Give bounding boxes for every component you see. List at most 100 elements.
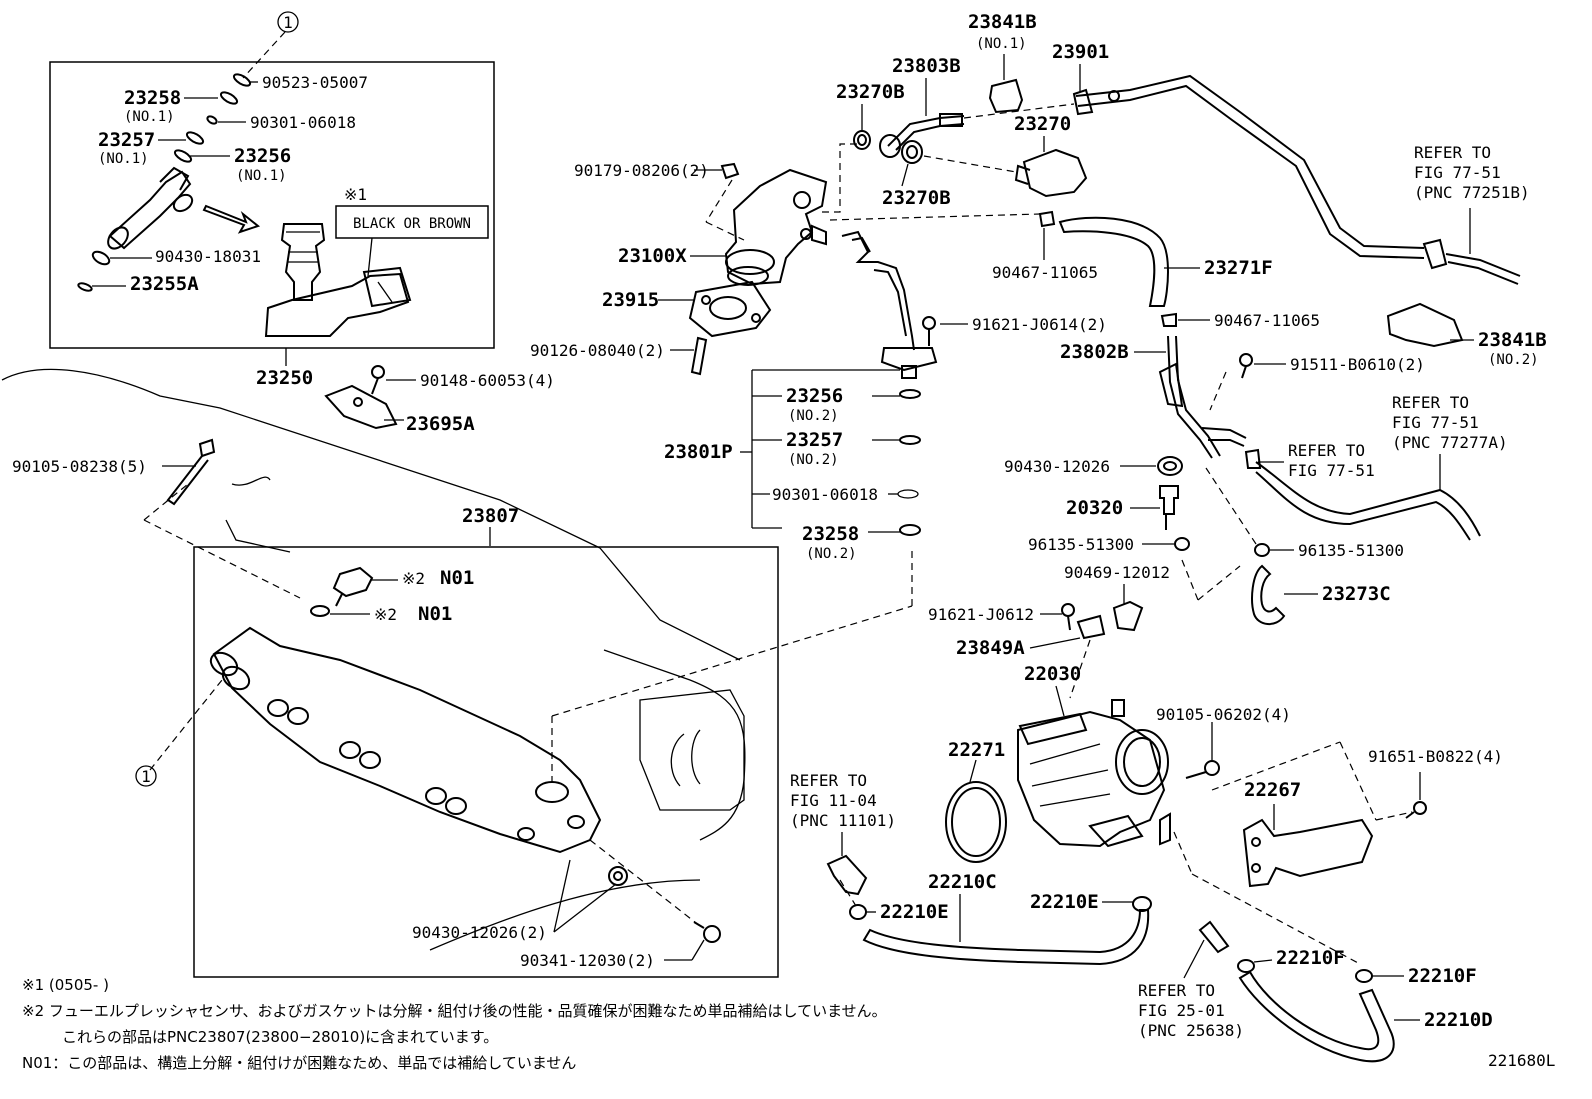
label-23258-no1: 23258 — [124, 87, 181, 109]
diagram-code: 221680L — [1488, 1051, 1555, 1070]
refer-5-line2: FIG 25-01 — [1138, 1001, 1225, 1020]
callout-circle-left — [135, 765, 157, 787]
label-23258-no2-sub: (NO.2) — [806, 546, 857, 562]
refer-1-line2: FIG 77-51 — [1414, 163, 1501, 182]
label-23257-no1: 23257 — [98, 129, 155, 151]
refer-fig-77-51-77277A: REFER TO FIG 77-51 (PNC 77277A) — [1392, 393, 1508, 490]
label-23257-no1-sub: (NO.1) — [98, 151, 149, 167]
refer-fig-11-04: REFER TO FIG 11-04 (PNC 11101) — [790, 771, 896, 856]
refer-5-line3: (PNC 25638) — [1138, 1021, 1244, 1040]
label-23270: 23270 — [1014, 113, 1071, 135]
n01-sensor: N01 — [440, 567, 474, 589]
label-96135-51300-b: 96135-51300 — [1298, 541, 1404, 560]
label-23256-no1: 23256 — [234, 145, 291, 167]
label-90105-08238: 90105-08238(5) — [12, 457, 147, 476]
label-23803B: 23803B — [892, 55, 961, 77]
label-22210F-a: 22210F — [1276, 947, 1345, 969]
inset-connector-note: BLACK OR BROWN — [353, 216, 471, 232]
injector-inset: 1 BLACK OR BROWN ※1 90523-05007 23258 — [49, 11, 495, 349]
refer-3-line2: FIG 77-51 — [1288, 461, 1375, 480]
label-23257-no2-sub: (NO.2) — [788, 452, 839, 468]
label-22210D: 22210D — [1424, 1009, 1493, 1031]
callout-circle-top — [277, 11, 299, 33]
label-22210E-a: 22210E — [880, 901, 949, 923]
label-90467-11065-a: 90467-11065 — [992, 263, 1098, 282]
label-22271: 22271 — [948, 739, 1005, 761]
label-90341-12030: 90341-12030(2) — [520, 951, 655, 970]
mark-1-label: ※1 — [344, 185, 367, 204]
mark-2-sensor: ※2 — [402, 569, 425, 588]
label-23250: 23250 — [256, 367, 313, 389]
label-22030: 22030 — [1024, 663, 1081, 685]
label-90105-06202: 90105-06202(4) — [1156, 705, 1291, 724]
refer-1-line3: (PNC 77251B) — [1414, 183, 1530, 202]
label-23100X: 23100X — [618, 245, 687, 267]
label-23915: 23915 — [602, 289, 659, 311]
callout-number-top: 1 — [283, 13, 293, 32]
refer-fig-77-51: REFER TO FIG 77-51 — [1258, 441, 1375, 480]
note-1: ※1 (0505- ) — [22, 976, 109, 994]
fuel-rail-area: 1 — [1, 368, 913, 978]
label-23841B-no2-sub: (NO.2) — [1488, 352, 1539, 368]
label-23256-no2: 23256 — [786, 385, 843, 407]
label-23256-no1-sub: (NO.1) — [236, 168, 287, 184]
label-23901: 23901 — [1052, 41, 1109, 63]
label-90430-18031: 90430-18031 — [155, 247, 261, 266]
label-23801P: 23801P — [664, 441, 733, 463]
label-23695A: 23695A — [406, 413, 475, 435]
footnotes: ※1 (0505- ) ※2 フューエルプレッシャセンサ、およびガスケットは分解… — [22, 976, 887, 1072]
label-96135-51300-a: 96135-51300 — [1028, 535, 1134, 554]
label-22210E-b: 22210E — [1030, 891, 1099, 913]
refer-2-line3: (PNC 77277A) — [1392, 433, 1508, 452]
label-90469-12012: 90469-12012 — [1064, 563, 1170, 582]
callout-number-left: 1 — [141, 767, 151, 786]
label-90148-60053: 90148-60053(4) — [420, 371, 555, 390]
label-90126-08040: 90126-08040(2) — [530, 341, 665, 360]
label-23256-no2-sub: (NO.2) — [788, 408, 839, 424]
label-22267: 22267 — [1244, 779, 1301, 801]
refer-fig-77-51-77251B: REFER TO FIG 77-51 (PNC 77251B) — [1414, 143, 1530, 202]
label-23841B-no1: 23841B — [968, 11, 1037, 33]
label-22210F-b: 22210F — [1408, 965, 1477, 987]
label-90523-05007: 90523-05007 — [262, 73, 368, 92]
label-23257-no2: 23257 — [786, 429, 843, 451]
refer-blocks: REFER TO FIG 77-51 (PNC 77251B) REFER TO… — [790, 143, 1530, 1040]
throttle-body-area — [826, 699, 1427, 1063]
label-23255A: 23255A — [130, 273, 199, 295]
label-23841B-no1-sub: (NO.1) — [976, 36, 1027, 52]
label-22210C: 22210C — [928, 871, 997, 893]
label-23849A: 23849A — [956, 637, 1025, 659]
refer-4-line3: (PNC 11101) — [790, 811, 896, 830]
refer-5-line1: REFER TO — [1138, 981, 1215, 1000]
label-23258-no1-sub: (NO.1) — [124, 109, 175, 125]
label-91621-J0612: 91621-J0612 — [928, 605, 1034, 624]
n01-gasket: N01 — [418, 603, 452, 625]
label-90301-06018-a: 90301-06018 — [250, 113, 356, 132]
refer-4-line1: REFER TO — [790, 771, 867, 790]
refer-3-line1: REFER TO — [1288, 441, 1365, 460]
label-23273C: 23273C — [1322, 583, 1391, 605]
label-23270B-a: 23270B — [836, 81, 905, 103]
label-91621-J0614: 91621-J0614(2) — [972, 315, 1107, 334]
label-91651-B0822: 91651-B0822(4) — [1368, 747, 1503, 766]
label-23271F: 23271F — [1204, 257, 1273, 279]
note-3: N01：この部品は、構造上分解・組付けが困難なため、単品では補給していません — [22, 1054, 576, 1072]
label-23841B-no2: 23841B — [1478, 329, 1547, 351]
label-90430-12026-b: 90430-12026(2) — [412, 923, 547, 942]
label-20320: 20320 — [1066, 497, 1123, 519]
note-2a: ※2 フューエルプレッシャセンサ、およびガスケットは分解・組付け後の性能・品質確… — [22, 1002, 887, 1020]
label-23802B: 23802B — [1060, 341, 1129, 363]
refer-4-line2: FIG 11-04 — [790, 791, 877, 810]
refer-fig-25-01: REFER TO FIG 25-01 (PNC 25638) — [1138, 939, 1244, 1040]
label-90467-11065-b: 90467-11065 — [1214, 311, 1320, 330]
bracket-23695A — [324, 365, 416, 430]
group-23801P — [740, 369, 921, 536]
label-23258-no2: 23258 — [802, 523, 859, 545]
fuel-pump-area — [688, 74, 1521, 699]
refer-2-line2: FIG 77-51 — [1392, 413, 1479, 432]
label-91511-B0610: 91511-B0610(2) — [1290, 355, 1425, 374]
label-90179-08206: 90179-08206(2) — [574, 161, 709, 180]
label-23270B-b: 23270B — [882, 187, 951, 209]
label-90301-06018-b: 90301-06018 — [772, 485, 878, 504]
